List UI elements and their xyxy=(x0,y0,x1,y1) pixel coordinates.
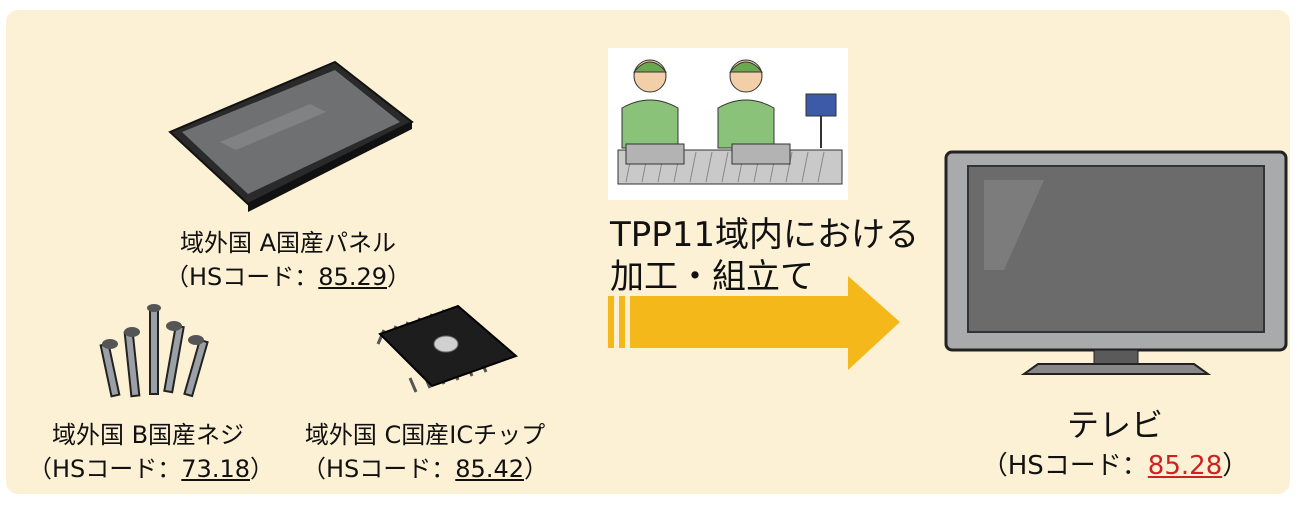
display-panel-illustration xyxy=(168,60,414,212)
screw-code-prefix: （HSコード： xyxy=(28,455,182,483)
panel-caption: 域外国 A国産パネル （HSコード：85.29） xyxy=(158,226,418,294)
ic-chip-illustration xyxy=(376,304,518,393)
screw-hs-code: 73.18 xyxy=(181,455,250,483)
process-caption: TPP11域内における 加工・組立て xyxy=(610,214,919,298)
process-line2: 加工・組立て xyxy=(610,257,814,297)
chip-caption: 域外国 C国産ICチップ （HSコード：85.42） xyxy=(290,418,560,486)
process-arrow xyxy=(608,276,900,370)
screws-illustration xyxy=(99,304,209,398)
panel-code-suffix: ） xyxy=(387,263,411,291)
television-illustration xyxy=(944,150,1288,375)
panel-code-prefix: （HSコード： xyxy=(165,263,319,291)
chip-code-prefix: （HSコード： xyxy=(302,455,456,483)
chip-code-suffix: ） xyxy=(524,455,548,483)
screw-caption: 域外国 B国産ネジ （HSコード：73.18） xyxy=(28,418,274,486)
chip-label: 域外国 C国産ICチップ xyxy=(304,421,546,449)
screw-label: 域外国 B国産ネジ xyxy=(51,421,245,449)
product-label: テレビ xyxy=(1066,406,1163,444)
product-code-suffix: ） xyxy=(1222,451,1249,481)
product-code-prefix: （HSコード： xyxy=(981,451,1148,481)
factory-workers-illustration xyxy=(608,48,848,200)
chip-hs-code: 85.42 xyxy=(455,455,524,483)
product-caption: テレビ （HSコード：85.28） xyxy=(944,404,1286,486)
product-hs-code: 85.28 xyxy=(1147,451,1223,481)
screw-code-suffix: ） xyxy=(250,455,274,483)
process-line1: TPP11域内における xyxy=(610,215,920,255)
panel-hs-code: 85.29 xyxy=(318,263,387,291)
panel-label: 域外国 A国産パネル xyxy=(179,229,397,257)
